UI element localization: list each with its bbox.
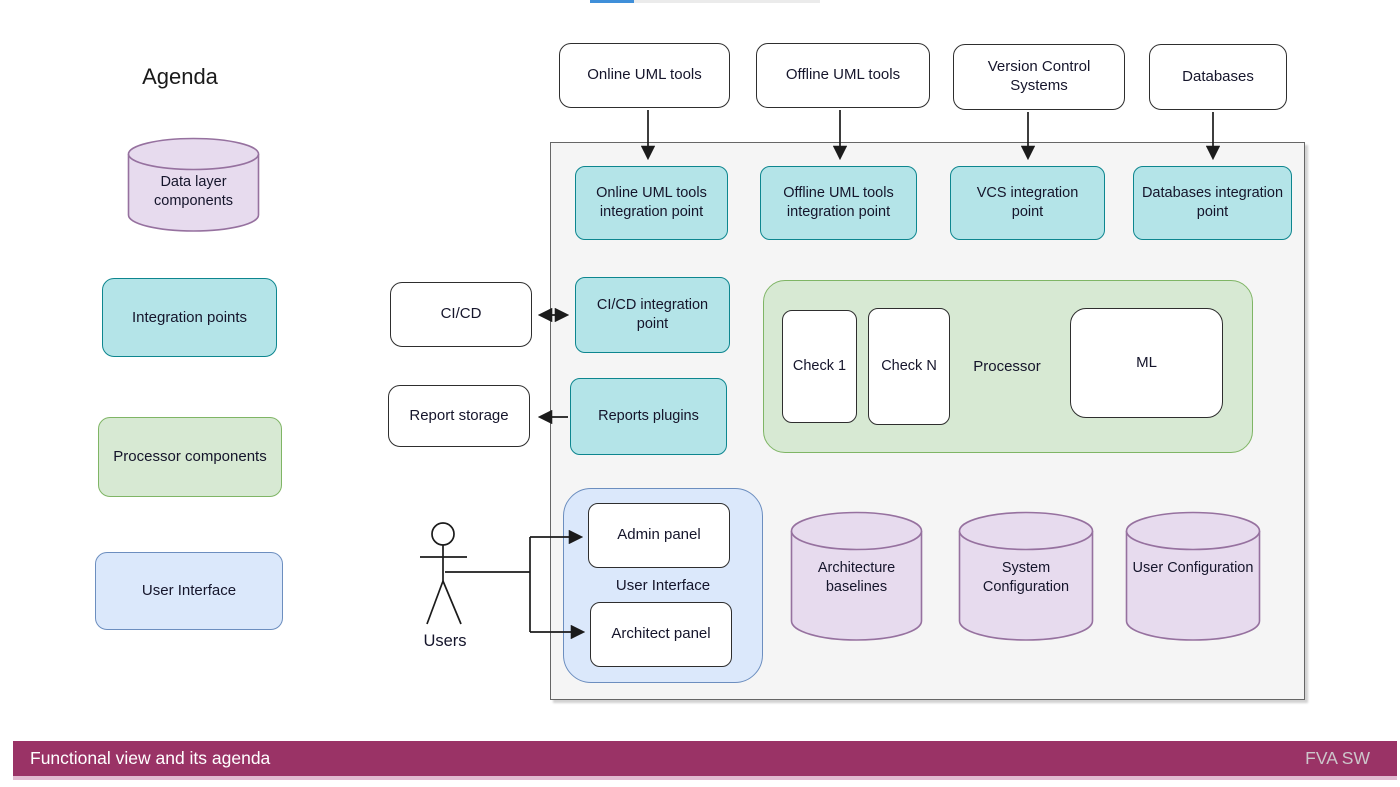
datastore-user-configuration: User Configuration bbox=[1125, 511, 1261, 642]
progress-bar-fill bbox=[590, 0, 634, 3]
users-stick-figure-icon bbox=[420, 522, 467, 625]
node-version-control-systems: Version Control Systems bbox=[953, 44, 1125, 110]
node-databases-integration-point-label: Databases integration point bbox=[1141, 185, 1284, 220]
node-cicd-integration-point: CI/CD integration point bbox=[575, 277, 730, 353]
node-ml-label: ML bbox=[1136, 353, 1157, 371]
node-cicd-label: CI/CD bbox=[440, 305, 482, 323]
node-cicd-integration-point-label: CI/CD integration point bbox=[596, 297, 709, 332]
legend-processor-components: Processor components bbox=[98, 417, 282, 497]
cylinder-icon bbox=[958, 511, 1094, 641]
node-admin-panel: Admin panel bbox=[588, 503, 730, 568]
legend-integration-points: Integration points bbox=[102, 278, 277, 357]
cylinder-icon bbox=[790, 511, 923, 641]
node-reports-plugins: Reports plugins bbox=[570, 378, 727, 455]
datastore-architecture-baselines-label: Architecture baselines bbox=[817, 560, 896, 595]
cylinder-icon bbox=[1125, 511, 1261, 641]
legend-user-interface: User Interface bbox=[95, 552, 283, 630]
node-vcs-integration-point: VCS integration point bbox=[950, 166, 1105, 240]
legend-integration-points-label: Integration points bbox=[131, 308, 248, 326]
node-architect-panel-label: Architect panel bbox=[611, 625, 711, 643]
node-online-uml-integration-point: Online UML tools integration point bbox=[575, 166, 728, 240]
node-vcs-integration-point-label: VCS integration point bbox=[976, 185, 1079, 220]
node-report-storage-label: Report storage bbox=[409, 406, 509, 424]
node-databases-integration-point: Databases integration point bbox=[1133, 166, 1292, 240]
node-check-n: Check N bbox=[868, 308, 950, 425]
node-admin-panel-label: Admin panel bbox=[617, 526, 701, 544]
datastore-user-configuration-label: User Configuration bbox=[1132, 560, 1254, 576]
node-version-control-systems-label: Version Control Systems bbox=[987, 58, 1091, 94]
node-offline-uml-tools-label: Offline UML tools bbox=[785, 66, 901, 84]
footer-bar: Functional view and its agenda FVA SW bbox=[13, 741, 1397, 780]
node-report-storage: Report storage bbox=[388, 385, 530, 447]
users-actor-label: Users bbox=[423, 632, 467, 651]
node-databases: Databases bbox=[1149, 44, 1287, 110]
node-cicd: CI/CD bbox=[390, 282, 532, 347]
datastore-architecture-baselines: Architecture baselines bbox=[790, 511, 923, 642]
node-reports-plugins-label: Reports plugins bbox=[598, 408, 699, 425]
cylinder-icon bbox=[127, 137, 260, 232]
node-offline-uml-integration-point: Offline UML tools integration point bbox=[760, 166, 917, 240]
node-online-uml-tools: Online UML tools bbox=[559, 43, 730, 108]
node-databases-label: Databases bbox=[1182, 67, 1254, 85]
datastore-system-configuration-label: System Configuration bbox=[982, 560, 1070, 595]
node-architect-panel: Architect panel bbox=[590, 602, 732, 667]
legend-title: Agenda bbox=[142, 64, 218, 89]
node-offline-uml-tools: Offline UML tools bbox=[756, 43, 930, 108]
node-ml: ML bbox=[1070, 308, 1223, 418]
node-offline-uml-integration-point-label: Offline UML tools integration point bbox=[783, 185, 894, 220]
node-online-uml-integration-point-label: Online UML tools integration point bbox=[596, 185, 707, 220]
footer-title: Functional view and its agenda bbox=[30, 748, 271, 768]
node-check-1-label: Check 1 bbox=[792, 358, 847, 375]
progress-bar[interactable] bbox=[590, 0, 820, 3]
legend-data-layer-label: Data layer components bbox=[154, 174, 233, 209]
node-online-uml-tools-label: Online UML tools bbox=[587, 66, 702, 84]
processor-group-label: Processor bbox=[973, 358, 1041, 376]
node-check-n-label: Check N bbox=[881, 358, 937, 375]
user-interface-group-label: User Interface bbox=[615, 577, 711, 595]
footer-badge: FVA SW bbox=[1305, 748, 1370, 768]
datastore-system-configuration: System Configuration bbox=[958, 511, 1094, 642]
legend-data-layer-cylinder: Data layer components bbox=[127, 137, 260, 233]
legend-processor-components-label: Processor components bbox=[113, 448, 267, 466]
legend-user-interface-label: User Interface bbox=[141, 582, 237, 600]
node-check-1: Check 1 bbox=[782, 310, 857, 423]
